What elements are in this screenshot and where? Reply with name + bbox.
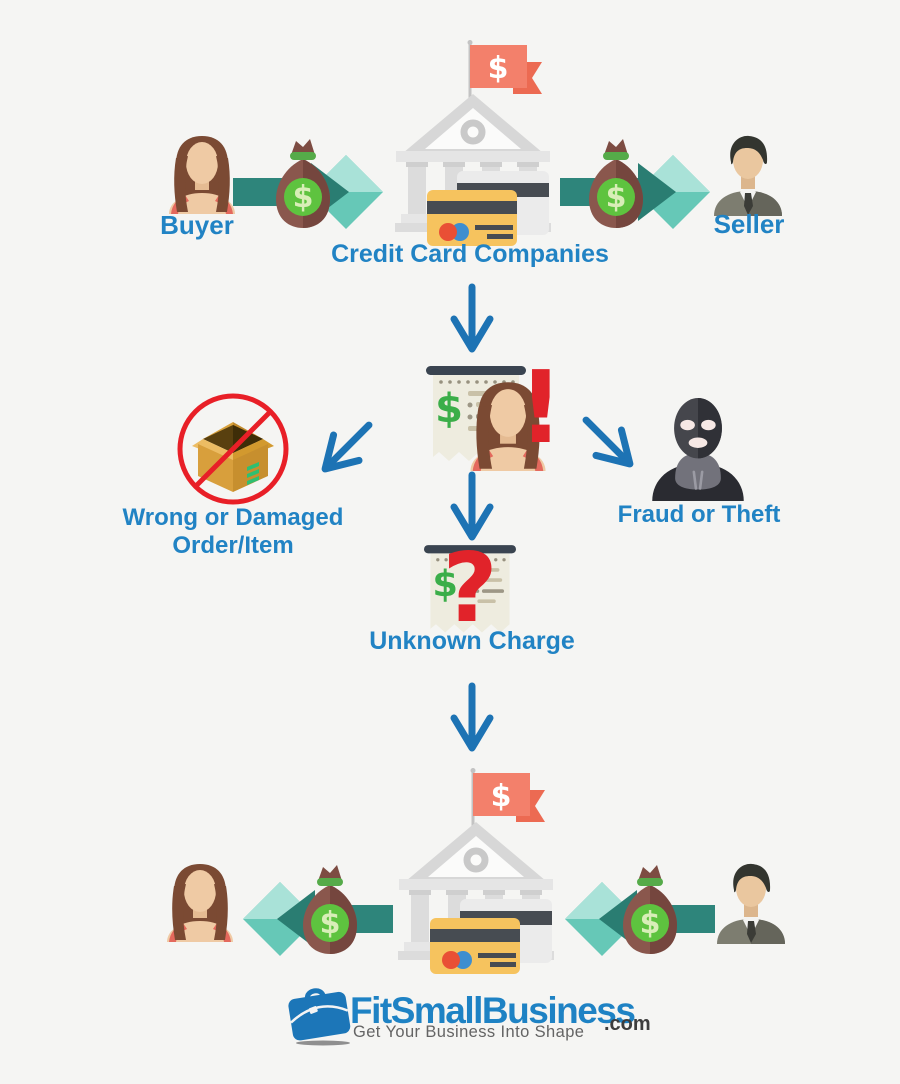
bank-icon-top: $: [393, 40, 553, 246]
svg-text:$: $: [432, 563, 458, 606]
buyer-avatar-bottom: [158, 862, 242, 942]
disputing-buyer-avatar: [460, 380, 556, 471]
down-arrow-2: [450, 471, 494, 541]
svg-text:$: $: [488, 51, 509, 86]
logo-tld-text: .com: [604, 1013, 651, 1035]
money-bag-icon-2: $: [588, 138, 644, 230]
unknown-question-icon: ?: [442, 534, 498, 644]
down-arrow-1: [450, 283, 494, 353]
wrong-item-label-line1: Wrong or Damaged: [122, 504, 344, 531]
svg-text:$: $: [491, 779, 512, 814]
fraud-label: Fraud or Theft: [617, 501, 781, 528]
money-bag-icon-3: $: [302, 864, 358, 956]
prohibited-box-icon: [175, 391, 291, 507]
alert-exclamation-icon: !: [518, 349, 564, 466]
money-bag-icon-4: $: [622, 864, 678, 956]
money-bag-icon-1: $: [275, 138, 331, 230]
svg-text:$: $: [640, 906, 661, 941]
seller-label: Seller: [713, 209, 785, 239]
diagonal-arrow-left: [307, 407, 388, 488]
unknown-charge-label: Unknown Charge: [369, 627, 575, 655]
bank-icon-bottom: $: [396, 768, 556, 974]
svg-text:$: $: [435, 386, 463, 432]
svg-text:$: $: [293, 180, 314, 215]
wrong-item-label-line2: Order/Item: [172, 531, 294, 559]
svg-text:$: $: [606, 180, 627, 215]
fraud-mask-icon: [648, 397, 748, 501]
diagonal-arrow-right: [568, 402, 649, 483]
wrong-item-label: Wrong or Damaged Order/Item: [93, 504, 373, 560]
logo-tagline-text: Get Your Business Into Shape: [353, 1023, 585, 1041]
seller-avatar: [707, 132, 789, 216]
buyer-label: Buyer: [160, 210, 234, 240]
logo-briefcase-icon: [283, 982, 357, 1048]
logo-brand-text: FitSmallBusiness: [350, 990, 636, 1031]
receipt-unknown-icon: $: [424, 545, 516, 639]
down-arrow-3: [450, 682, 494, 752]
buyer-avatar: [160, 134, 244, 214]
svg-text:$: $: [320, 906, 341, 941]
seller-avatar-bottom: [710, 860, 792, 944]
credit-card-companies-label: Credit Card Companies: [331, 240, 609, 268]
